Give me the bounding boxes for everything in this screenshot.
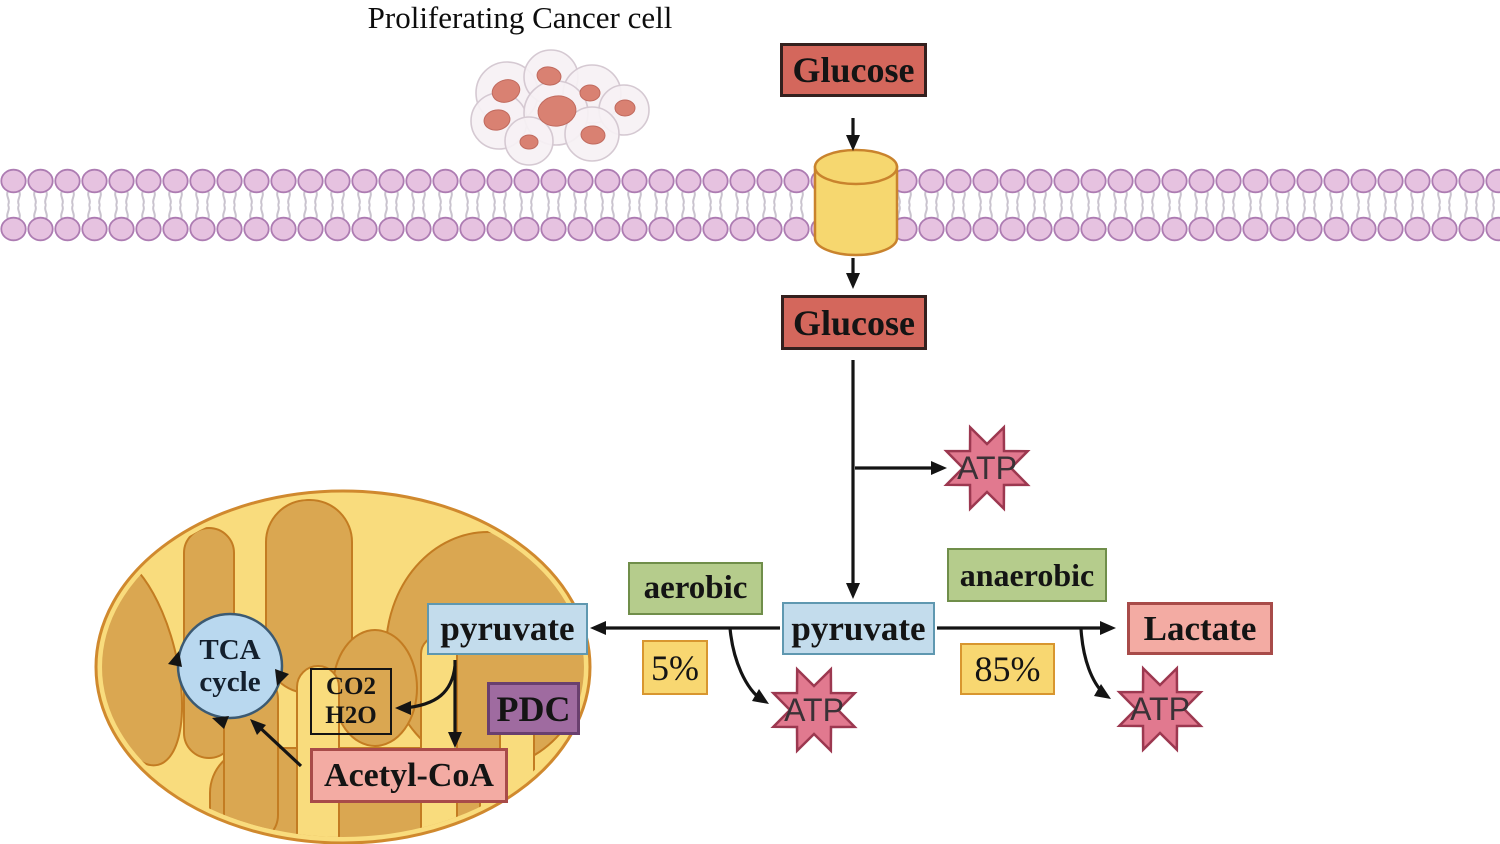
arrow-transporter-to-glucose <box>846 258 860 289</box>
arrow-glycolysis <box>846 360 860 599</box>
atp-starburst-aerobic-icon <box>770 666 858 754</box>
arrow-aerobic-branch <box>590 621 780 635</box>
glucose-box-cytosol: Glucose <box>781 295 927 350</box>
glucose-transporter-icon <box>813 148 899 257</box>
aerobic-label-box: aerobic <box>628 562 763 615</box>
pyruvate-box-cytosol: pyruvate <box>782 602 935 655</box>
pyruvate-box-mitochondrial: pyruvate <box>427 603 588 655</box>
atp-starburst-anaerobic-icon <box>1116 665 1204 753</box>
arrow-anaerobic-atp <box>1079 628 1111 699</box>
arrow-anaerobic-branch <box>937 621 1116 635</box>
anaerobic-label-box: anaerobic <box>947 548 1107 602</box>
atp-starburst-glycolysis-icon <box>943 424 1031 512</box>
atp-label-glycolysis: ATP <box>957 449 1017 486</box>
aerobic-percentage-box: 5% <box>642 640 708 695</box>
arrow-pyruvate-to-co2 <box>395 665 457 715</box>
page-title: Proliferating Cancer cell <box>367 0 673 35</box>
atp-label-aerobic: ATP <box>784 691 844 728</box>
acetyl-coa-box: Acetyl-CoA <box>310 748 508 803</box>
cancer-cell-cluster-icon <box>470 49 650 166</box>
co2-label: CO2 <box>326 672 376 700</box>
arrow-glucose-uptake <box>846 118 860 151</box>
tca-label-line1: TCA <box>199 634 261 667</box>
lactate-box: Lactate <box>1127 602 1273 655</box>
co2-h2o-box: CO2 H2O <box>310 668 392 735</box>
tca-label-line2: cycle <box>199 666 261 698</box>
pdc-box: PDC <box>487 682 580 735</box>
arrow-acetylcoa-to-tca <box>250 719 303 768</box>
lipid-bilayer-membrane-icon <box>0 168 1500 242</box>
anaerobic-percentage-box: 85% <box>960 643 1055 695</box>
arrow-aerobic-atp <box>728 627 769 704</box>
arrow-glycolysis-atp <box>855 461 947 475</box>
tca-cycle-circle-icon <box>168 612 289 729</box>
tca-cycle-label: TCA cycle <box>178 627 282 707</box>
h2o-label: H2O <box>325 701 377 729</box>
atp-label-anaerobic: ATP <box>1130 690 1190 727</box>
glucose-box-extracellular: Glucose <box>780 43 927 97</box>
